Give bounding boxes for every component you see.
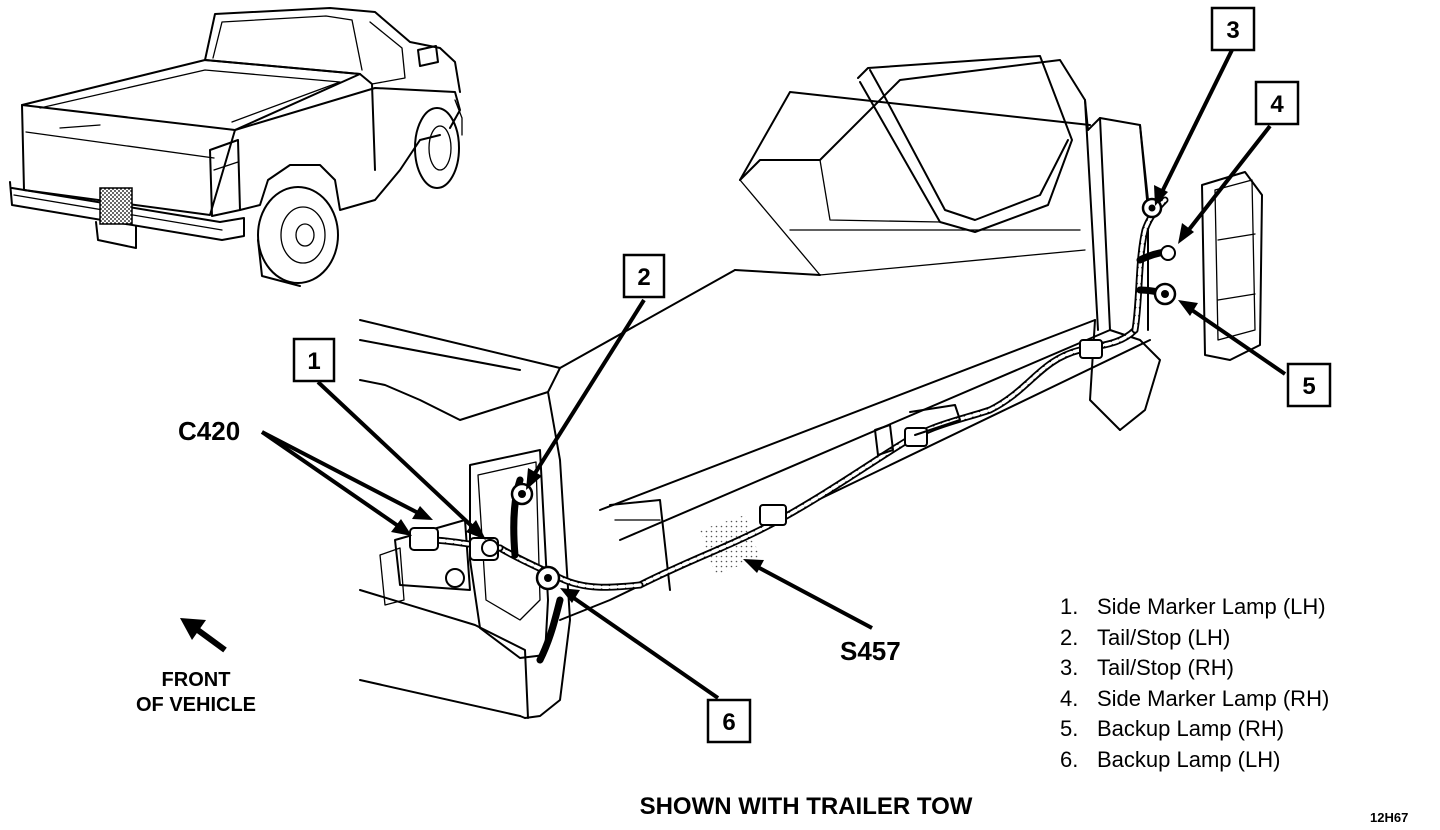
caption: SHOWN WITH TRAILER TOW — [640, 793, 973, 820]
callout-6: 6 — [706, 698, 752, 744]
callout-4: 4 — [1254, 80, 1300, 126]
callout-2-number: 2 — [637, 264, 650, 291]
wiring-harness — [409, 196, 1177, 664]
figure-code: 12H67 — [1370, 810, 1408, 825]
leader-lines — [180, 49, 1287, 700]
truck-inset-illustration — [9, 7, 463, 287]
legend-item-5-text: Backup Lamp (RH) — [1097, 716, 1284, 741]
legend-item-1-num: 1. — [1060, 594, 1078, 619]
callout-6-number: 6 — [722, 709, 735, 736]
front-label-line1: FRONT — [162, 669, 231, 691]
legend-item-6-text: Backup Lamp (LH) — [1097, 747, 1280, 772]
legend-item-3-text: Tail/Stop (RH) — [1097, 655, 1234, 680]
legend-item-6-num: 6. — [1060, 747, 1078, 772]
connector-label-c420: C420 — [178, 416, 240, 446]
legend-item-4-num: 4. — [1060, 686, 1078, 711]
legend-item-3-num: 3. — [1060, 655, 1078, 680]
legend-item-5-num: 5. — [1060, 716, 1078, 741]
legend: 1. Side Marker Lamp (LH) 2. Tail/Stop (L… — [1060, 594, 1329, 772]
callout-1-number: 1 — [307, 348, 320, 375]
legend-item-2-text: Tail/Stop (LH) — [1097, 625, 1230, 650]
callout-1: 1 — [292, 337, 336, 383]
legend-item-1-text: Side Marker Lamp (LH) — [1097, 594, 1326, 619]
callout-3: 3 — [1210, 6, 1256, 52]
callout-2: 2 — [622, 253, 666, 299]
front-label-line2: OF VEHICLE — [136, 694, 256, 716]
legend-item-4-text: Side Marker Lamp (RH) — [1097, 686, 1329, 711]
callout-5: 5 — [1286, 362, 1332, 408]
callout-5-number: 5 — [1302, 373, 1315, 400]
callout-4-number: 4 — [1270, 91, 1284, 118]
callout-3-number: 3 — [1226, 17, 1239, 44]
legend-item-2-num: 2. — [1060, 625, 1078, 650]
splice-label-s457: S457 — [840, 636, 901, 666]
